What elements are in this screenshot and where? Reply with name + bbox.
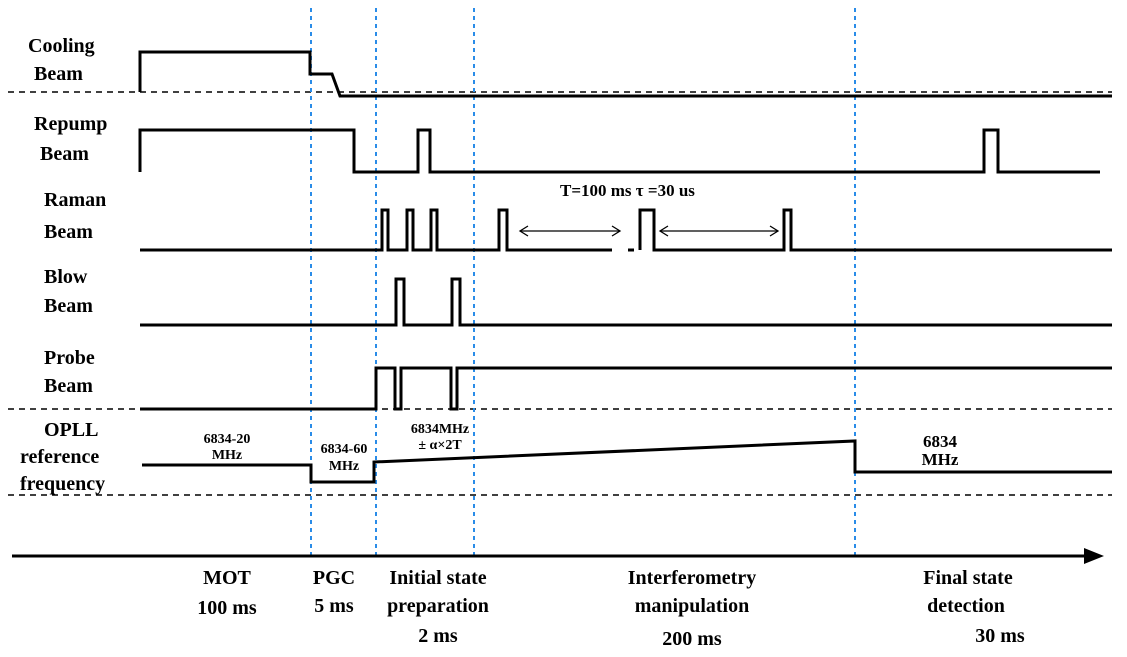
probe-signal	[140, 366, 1112, 411]
channel-label-opll-3: frequency	[20, 473, 105, 495]
channel-label-probe-1: Probe	[44, 347, 95, 369]
repump-signal	[138, 128, 1100, 174]
raman-arrow-2-left	[658, 225, 669, 237]
phase-pgc-duration: 5 ms	[314, 595, 354, 617]
freq-detect-line2: MHz	[922, 450, 959, 469]
freq-mot-line2: MHz	[212, 448, 242, 463]
cooling-signal	[138, 50, 1112, 98]
raman-timing-label: T=100 ms τ =30 us	[560, 181, 695, 200]
raman-arrow-2-right	[769, 225, 780, 237]
channel-label-cooling-1: Cooling	[28, 35, 95, 57]
channel-label-probe-2: Beam	[44, 375, 93, 397]
phase-detect-name-2: detection	[927, 595, 1005, 617]
phase-pgc-name: PGC	[313, 567, 355, 589]
freq-interf-line1: 6834MHz	[411, 422, 469, 437]
phase-mot-duration: 100 ms	[197, 597, 257, 619]
phase-detect-duration: 30 ms	[975, 625, 1025, 647]
time-axis-arrowhead	[1084, 548, 1104, 564]
raman-arrow-1-right	[611, 225, 622, 237]
blow-signal	[140, 277, 1112, 327]
channel-label-raman-2: Beam	[44, 221, 93, 243]
raman-arrow-1-left	[518, 225, 529, 237]
phase-interf-name: Interferometry	[628, 567, 756, 589]
channel-label-repump-2: Beam	[40, 143, 89, 165]
channel-label-raman-1: Raman	[44, 189, 106, 211]
freq-pgc-line1: 6834-60	[321, 442, 368, 457]
phase-interf-duration: 200 ms	[662, 628, 722, 650]
channel-label-repump-1: Repump	[34, 113, 107, 135]
phase-prep-name-2: preparation	[387, 595, 489, 617]
freq-interf-line2: ± α×2T	[418, 438, 462, 453]
raman-signal-c	[638, 208, 1112, 252]
raman-signal-a	[140, 208, 612, 252]
channel-label-blow-2: Beam	[44, 295, 93, 317]
phase-prep-name: Initial state	[389, 567, 486, 589]
channel-label-blow-1: Blow	[44, 266, 88, 288]
channel-label-opll-1: OPLL	[44, 419, 98, 441]
phase-detect-name: Final state	[923, 567, 1013, 589]
freq-mot-line1: 6834-20	[204, 432, 251, 447]
opll-signal	[142, 439, 1112, 484]
phase-prep-duration: 2 ms	[418, 625, 458, 647]
freq-pgc-line2: MHz	[329, 459, 359, 474]
channel-label-cooling-2: Beam	[34, 63, 83, 85]
freq-detect-line1: 6834	[923, 432, 958, 451]
phase-mot-name: MOT	[203, 567, 251, 589]
channel-label-opll-2: reference	[20, 446, 99, 468]
phase-interf-name-2: manipulation	[635, 595, 749, 617]
